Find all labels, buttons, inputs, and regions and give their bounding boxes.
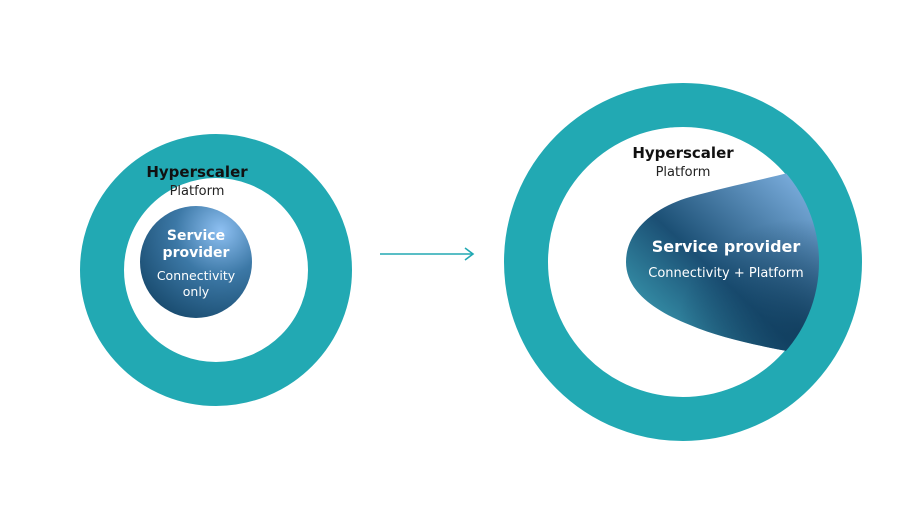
svg-text:Innovators: Innovators <box>628 25 739 54</box>
innovators-label-left: Innovators <box>161 47 273 78</box>
sp-sub-line1: Connectivity <box>157 268 236 283</box>
hyperscaler-title-right: Hyperscaler <box>632 144 734 162</box>
after-group: Innovators Hyperscaler Platform Service … <box>504 25 862 441</box>
innovators-ring-left <box>80 134 352 406</box>
sp-label-line2: provider <box>163 245 230 261</box>
sp-label-line1: Service <box>167 228 225 244</box>
hyperscaler-title-left: Hyperscaler <box>146 163 248 181</box>
service-provider-circle <box>140 206 252 318</box>
service-provider-shape-group <box>626 172 819 360</box>
sp-title-right: Service provider <box>652 237 801 256</box>
sp-sub-line2: only <box>183 284 210 299</box>
hyperscaler-sub-right: Platform <box>656 165 711 180</box>
sp-sub-right: Connectivity + Platform <box>648 266 803 281</box>
transition-arrow <box>380 247 475 261</box>
before-group: Innovators Hyperscaler Platform Service … <box>80 47 352 406</box>
innovators-ring-right <box>504 83 862 441</box>
hyperscaler-sub-left: Platform <box>170 184 225 199</box>
arrow-head <box>464 247 475 261</box>
svg-text:Innovators: Innovators <box>161 47 273 78</box>
innovators-label-right: Innovators <box>628 25 739 54</box>
